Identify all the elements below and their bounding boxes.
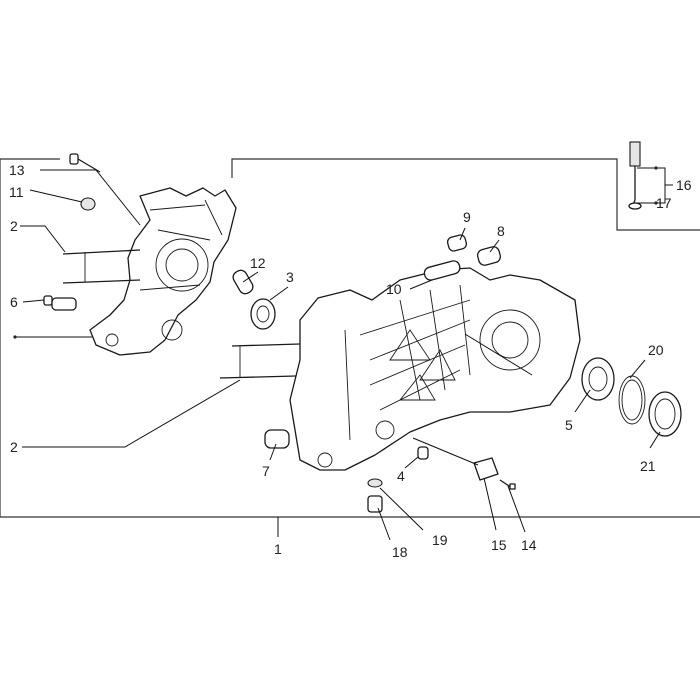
leader-lines xyxy=(13,166,673,541)
label-2-upper: 2 xyxy=(10,218,18,234)
label-2-lower: 2 xyxy=(10,439,18,455)
label-19: 19 xyxy=(432,532,448,548)
label-18: 18 xyxy=(392,544,408,560)
label-13: 13 xyxy=(9,162,25,178)
label-15: 15 xyxy=(491,537,507,553)
label-1: 1 xyxy=(274,541,282,557)
bracket-15 xyxy=(473,457,499,481)
label-5: 5 xyxy=(565,417,573,433)
label-9: 9 xyxy=(463,209,471,225)
right-crankcase xyxy=(289,267,581,471)
dipstick-16 xyxy=(628,141,642,210)
screw-14 xyxy=(499,479,516,490)
bearing-3 xyxy=(250,298,276,330)
bearing-5 xyxy=(581,357,615,401)
oil-seal-21 xyxy=(648,391,682,437)
pin-10 xyxy=(423,260,461,281)
label-7: 7 xyxy=(262,463,270,479)
circlip-20 xyxy=(618,375,646,425)
bush-9 xyxy=(446,234,468,252)
drain-plug-18 xyxy=(367,478,383,513)
label-10: 10 xyxy=(386,281,402,297)
label-4: 4 xyxy=(397,468,405,484)
studs-lower xyxy=(219,343,301,379)
studs-upper xyxy=(62,249,141,284)
label-17: 17 xyxy=(656,195,672,211)
label-12: 12 xyxy=(250,255,266,271)
label-16: 16 xyxy=(676,177,692,193)
label-20: 20 xyxy=(648,342,664,358)
bush-8 xyxy=(477,246,501,266)
callout-labels: 1 2 2 3 4 5 6 7 8 9 10 11 12 13 14 15 16… xyxy=(9,162,692,560)
label-14: 14 xyxy=(521,537,537,553)
screw-6 xyxy=(43,295,77,311)
bolt-13 xyxy=(69,153,101,173)
label-3: 3 xyxy=(286,269,294,285)
pin-4 xyxy=(417,446,429,460)
dowel-7 xyxy=(264,429,290,449)
assembly-frame xyxy=(231,158,700,231)
label-8: 8 xyxy=(497,223,505,239)
label-11: 11 xyxy=(9,184,24,200)
label-21: 21 xyxy=(640,458,656,474)
left-crankcase-half xyxy=(89,187,237,356)
nut-11 xyxy=(80,197,96,211)
label-6: 6 xyxy=(10,294,18,310)
